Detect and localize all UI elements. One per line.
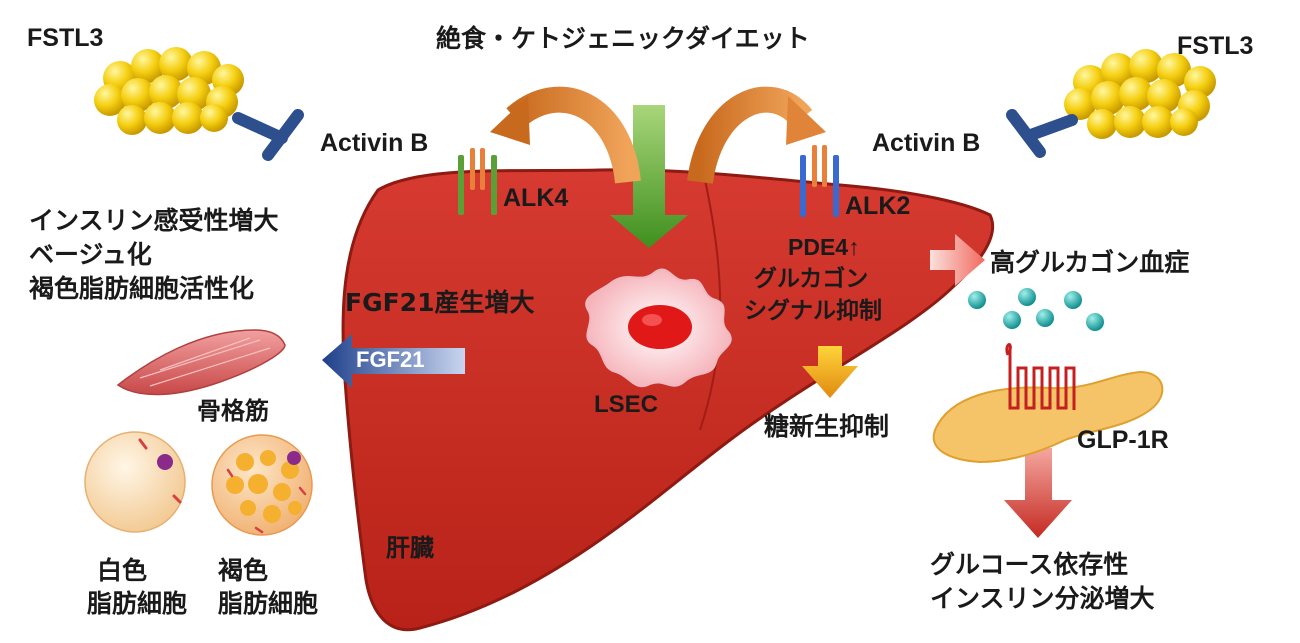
activin-b-label-right: Activin B [872, 129, 981, 157]
insulin-secretion-arrow [1004, 448, 1072, 538]
hyperglucagonemia-arrow [930, 234, 985, 286]
fgf21-arrow [322, 334, 465, 388]
activin-b-label-left: Activin B [320, 129, 429, 157]
brown-adipocyte [211, 434, 313, 536]
brown-fat-line2: 脂肪細胞 [218, 589, 319, 618]
hyperglucagonemia-label: 高グルカゴン血症 [990, 248, 1190, 277]
orange-curved-arrow-left [490, 86, 641, 184]
gluconeogenesis-label: 糖新生抑制 [764, 412, 890, 441]
alk4-receptor [458, 148, 497, 215]
liver-label: 肝臓 [386, 534, 434, 562]
green-down-arrow [610, 105, 688, 248]
lsec-cell [585, 268, 732, 388]
inhibitor-right [1006, 109, 1078, 158]
fstl3-cluster-right [1064, 49, 1216, 139]
alk4-label: ALK4 [503, 184, 569, 212]
brown-activation-text: 褐色脂肪細胞活性化 [29, 274, 255, 303]
pde4-text: PDE4↑ [788, 234, 860, 260]
fstl3-cluster-left [94, 47, 244, 135]
fstl3-label-left: FSTL3 [27, 24, 104, 52]
glucagon-suppression-text: シグナル抑制 [744, 298, 882, 324]
alk2-receptor [800, 145, 839, 217]
brown-fat-label: 褐色 脂肪細胞 [218, 554, 318, 620]
liver [341, 168, 995, 632]
brown-fat-line1: 褐色 [218, 556, 269, 585]
gluconeogenesis-arrow [802, 346, 858, 398]
white-adipocyte [84, 431, 186, 533]
white-fat-label: 白色 脂肪細胞 [87, 554, 187, 620]
glucagon-text: グルカゴン [754, 266, 869, 292]
glucagon-signal-block: PDE4↑ グルカゴン シグナル抑制 [744, 231, 882, 327]
insulin-secretion-line2: インスリン分泌増大 [930, 584, 1155, 613]
glp1r-receptor [1005, 343, 1076, 410]
alk2-label: ALK2 [845, 192, 911, 220]
glucagon-dots [968, 288, 1104, 331]
glp1r-label: GLP-1R [1077, 426, 1169, 454]
fgf21-production-label: FGF21産生増大 [345, 288, 535, 317]
insulin-secretion-line1: グルコース依存性 [930, 550, 1129, 579]
pancreas [932, 370, 1164, 464]
inhibitor-left [232, 109, 304, 161]
white-fat-line2: 脂肪細胞 [87, 589, 188, 618]
fgf21-arrow-label: FGF21 [356, 347, 425, 372]
skeletal-muscle [116, 329, 286, 396]
diagram-title: 絶食・ケトジェニックダイエット [436, 24, 810, 53]
orange-curved-arrow-right [687, 86, 826, 185]
skeletal-muscle-label: 骨格筋 [197, 397, 269, 425]
adipose-effects: インスリン感受性増大 ベージュ化 褐色脂肪細胞活性化 [29, 204, 279, 306]
white-fat-line1: 白色 [97, 556, 148, 585]
lsec-label: LSEC [594, 391, 659, 418]
fstl3-label-right: FSTL3 [1177, 32, 1254, 60]
insulin-sensitivity-text: インスリン感受性増大 [29, 206, 279, 235]
beige-text: ベージュ化 [29, 240, 152, 269]
insulin-secretion-label: グルコース依存性 インスリン分泌増大 [930, 548, 1155, 616]
